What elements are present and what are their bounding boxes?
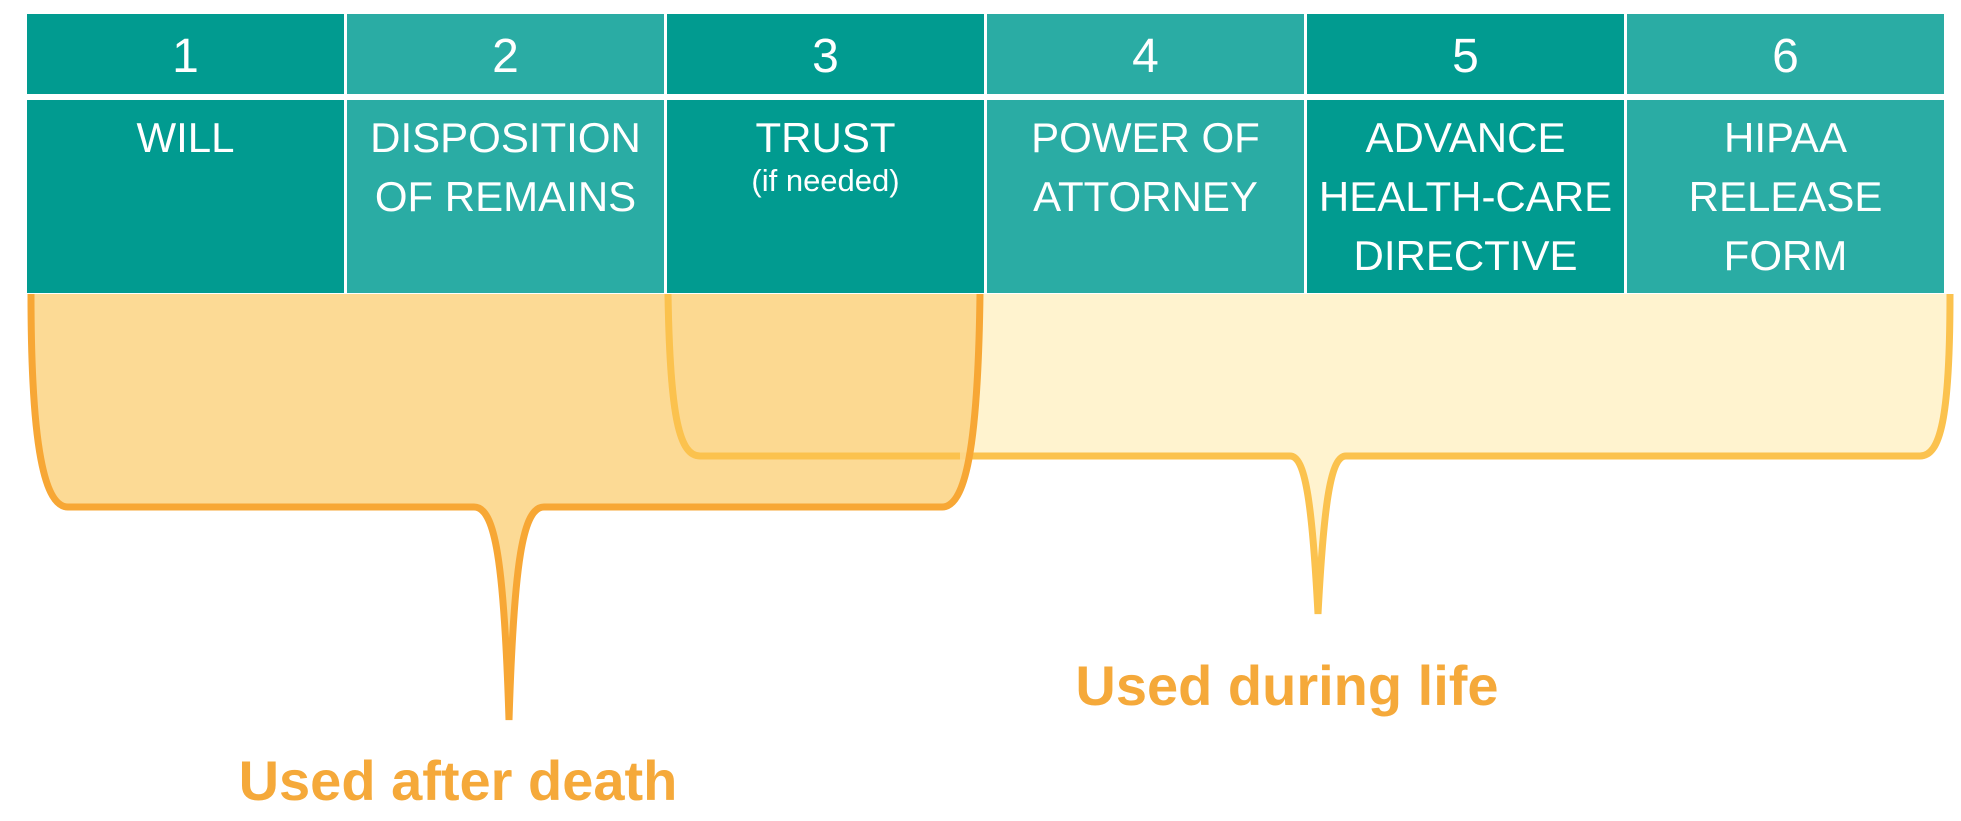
label-used-during-life: Used during life	[1075, 654, 1498, 717]
column-number-cell	[987, 14, 1304, 94]
overlap-edge	[664, 293, 960, 460]
column-title-cell	[27, 100, 344, 293]
column-number: 5	[1452, 30, 1479, 83]
column-title-line: OF REMAINS	[375, 173, 636, 220]
column-number: 6	[1772, 30, 1799, 83]
column-title-cell	[667, 100, 984, 293]
after-death-bracket-outline	[27, 293, 984, 721]
column-title-cell	[987, 100, 1304, 293]
column-title-line: FORM	[1724, 232, 1848, 279]
column-number: 4	[1132, 30, 1159, 83]
column-number: 1	[172, 30, 199, 83]
column-note: (if needed)	[751, 163, 899, 198]
column-number: 3	[812, 30, 839, 83]
column-number-cell	[667, 14, 984, 94]
column-title-line: HEALTH-CARE	[1319, 173, 1612, 220]
column-title-line: WILL	[136, 114, 234, 161]
column-title-line: ATTORNEY	[1033, 173, 1258, 220]
column-title-line: POWER OF	[1031, 114, 1260, 161]
column-number: 2	[492, 30, 519, 83]
during-life-bracket-fill	[668, 294, 1950, 614]
column-title-line: DISPOSITION	[370, 114, 641, 161]
column-number-cell	[1627, 14, 1944, 94]
after-death-bracket-fill	[31, 294, 980, 720]
column-number-cell	[27, 14, 344, 94]
column-title-cell	[347, 100, 664, 293]
column-title-line: HIPAA	[1724, 114, 1847, 161]
column-title-line: TRUST	[756, 114, 896, 161]
column-title-line: DIRECTIVE	[1353, 232, 1577, 279]
after-death-bracket	[27, 293, 984, 721]
column-title-line: RELEASE	[1689, 173, 1883, 220]
column-title-cell	[1627, 100, 1944, 293]
label-used-after-death: Used after death	[239, 749, 678, 812]
column-title-line: ADVANCE	[1366, 114, 1566, 161]
column-title-cell	[1307, 100, 1624, 293]
column-number-cell	[1307, 14, 1624, 94]
column-number-cell	[347, 14, 664, 94]
